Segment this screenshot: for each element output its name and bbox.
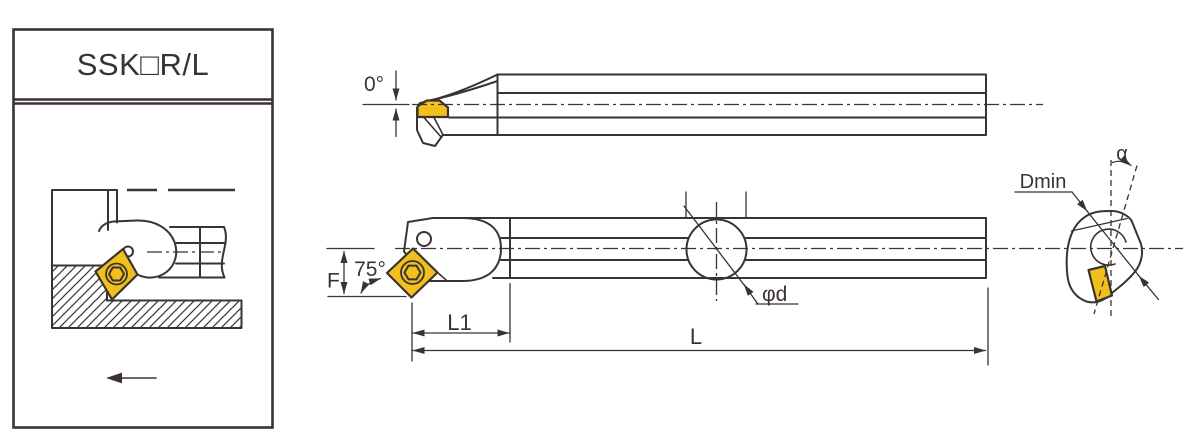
angle-75-arc-arrow — [360, 277, 382, 294]
shank-break-line — [220, 226, 227, 279]
dmin-opposite-arrow — [1138, 275, 1160, 301]
label-phi-d: φd — [743, 283, 799, 306]
shank-lines — [158, 226, 225, 279]
l-label: L — [690, 324, 702, 349]
screw-head-front — [400, 260, 425, 285]
end-view — [1065, 210, 1144, 304]
screw-head — [105, 262, 128, 286]
dmin-label: Dmin — [1020, 171, 1067, 193]
panel-border — [12, 28, 274, 429]
dmin-diameter-line — [1086, 210, 1140, 277]
alpha-tilt-dashed-line — [1093, 165, 1138, 315]
phi-d-leader-arrow — [743, 283, 759, 305]
clamp-wedge — [419, 73, 499, 104]
feed-direction-arrow-icon — [106, 372, 157, 384]
end-view-head-outline — [1065, 210, 1144, 304]
angle-0-annotation: 0° — [362, 70, 410, 138]
hex-socket-front-icon — [403, 264, 422, 281]
insert-front-view-group — [385, 247, 439, 299]
workpiece-hatch — [52, 265, 242, 328]
pocket-lines — [423, 116, 444, 139]
bar-inner-lines — [500, 237, 987, 261]
feed-arrow-head — [106, 372, 122, 384]
shank-section-circle — [685, 218, 748, 281]
tool-head-outline — [98, 219, 178, 279]
front-view — [403, 191, 987, 301]
angle-75-annotation: 75° — [354, 258, 386, 294]
pocket-face-trace — [1070, 217, 1128, 232]
application-diagram — [51, 188, 243, 384]
l1-label: L1 — [447, 310, 471, 335]
angle-0-label: 0° — [364, 73, 384, 96]
pocket-edge — [436, 271, 448, 282]
alpha-label: α — [1116, 143, 1128, 165]
f-label: F — [327, 270, 340, 293]
insert-end-view — [1087, 264, 1114, 303]
pivot-hole-front — [416, 231, 432, 247]
angle-75-label: 75° — [354, 258, 386, 281]
section-diagonal — [683, 205, 746, 287]
insert — [94, 247, 139, 301]
alpha-arc-arrow — [1111, 155, 1132, 167]
hex-socket-icon — [108, 266, 125, 282]
dmin-leader-arrow — [1071, 191, 1088, 212]
shank-circle-arc — [1089, 228, 1127, 266]
dimension-l1: L1 — [411, 282, 511, 362]
dimension-f: F — [326, 247, 407, 298]
side-view: 0° — [362, 70, 987, 147]
phi-d-label: φd — [762, 283, 787, 306]
label-dmin: Dmin — [1014, 171, 1160, 301]
panel-title: SSK□R/L — [77, 47, 210, 82]
catalog-panel: SSK□R/L — [12, 28, 274, 429]
insert-front-view — [385, 247, 439, 299]
dimension-l: L — [412, 287, 989, 366]
workpiece-wall — [51, 189, 118, 267]
insert-side-view — [416, 99, 450, 119]
section-plane-lines — [685, 191, 747, 219]
